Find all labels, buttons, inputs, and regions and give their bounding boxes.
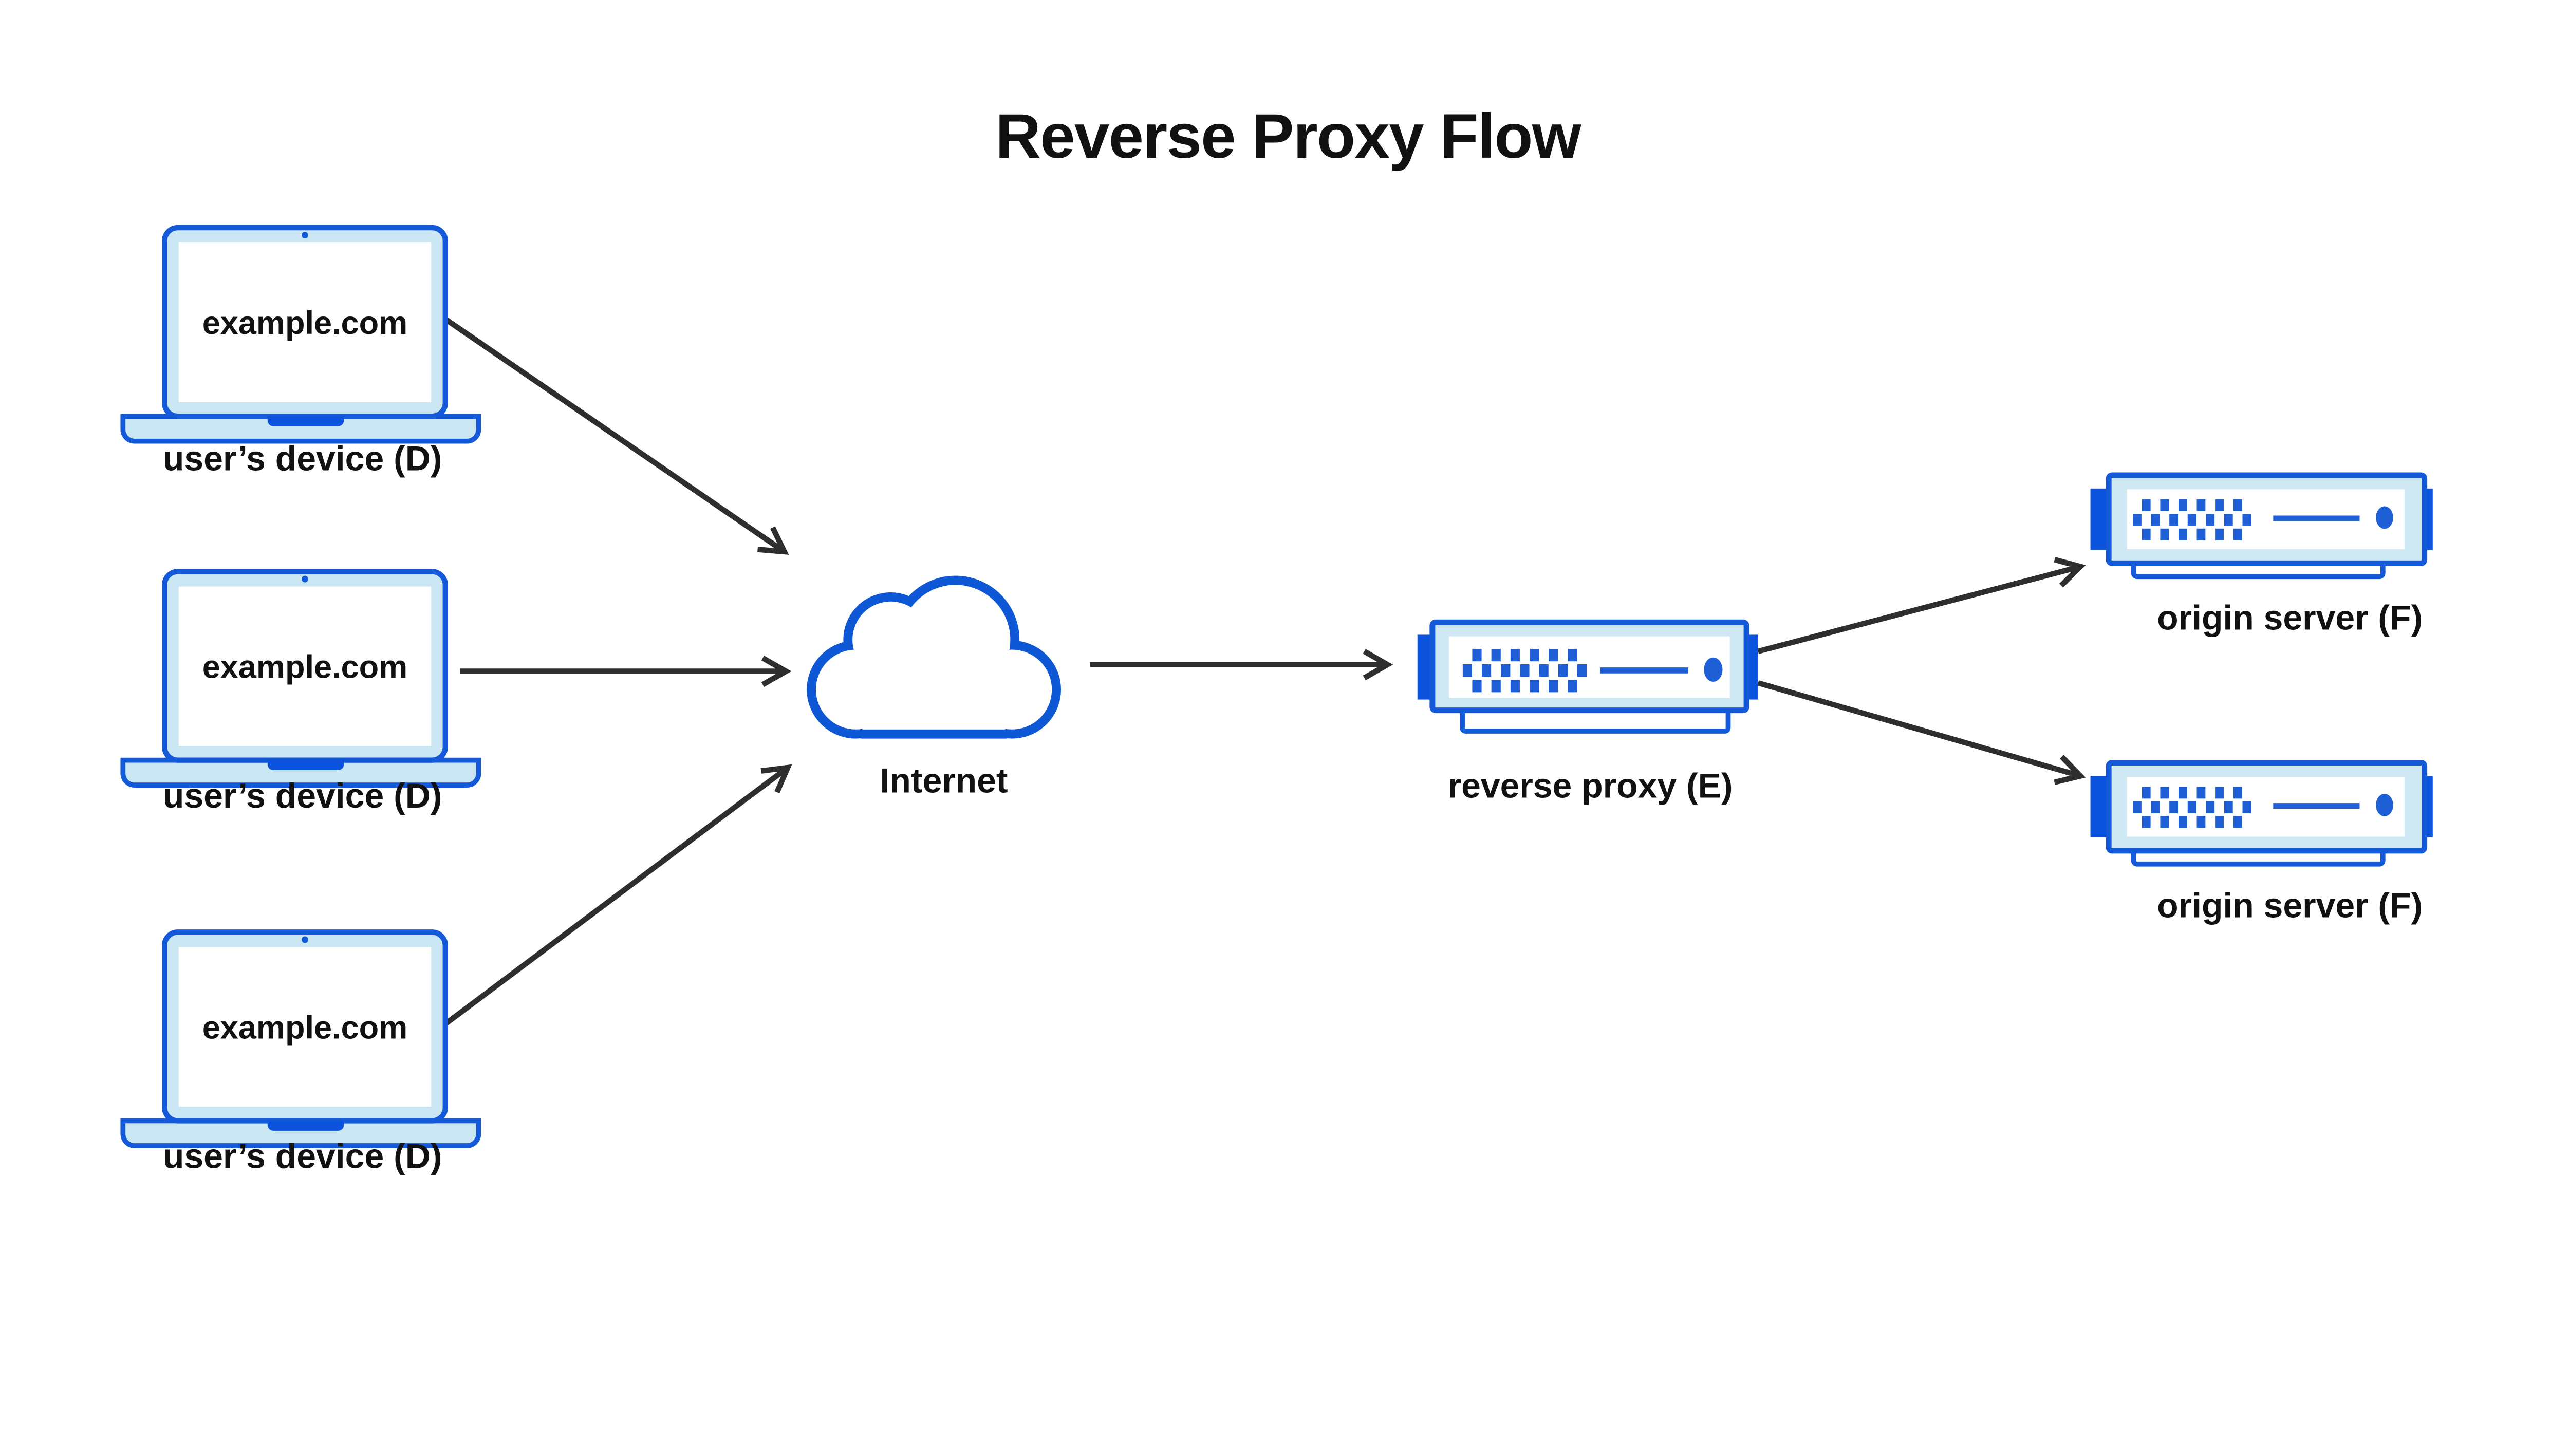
arrow-device3-to-internet xyxy=(442,764,792,1028)
camera-dot-icon xyxy=(301,232,308,239)
device-label: user’s device (D) xyxy=(163,439,442,478)
screen-url-text: example.com xyxy=(202,305,407,341)
screen-url-text: example.com xyxy=(202,1010,407,1046)
server-vent-dots xyxy=(1462,648,1587,693)
screen-url-text: example.com xyxy=(202,649,407,685)
user-device-2: example.com user’s device (D) xyxy=(120,569,481,815)
internet-node: Internet xyxy=(816,585,1052,800)
user-device-3: example.com user’s device (D) xyxy=(120,929,481,1176)
diagram-title: Reverse Proxy Flow xyxy=(995,101,1581,172)
flow-arrows xyxy=(442,316,2086,1028)
server-power-dot xyxy=(2376,793,2393,816)
server-power-dot xyxy=(2376,506,2393,529)
server-power-dot xyxy=(1704,657,1723,682)
origin-server-label: origin server (F) xyxy=(2157,886,2423,925)
origin-server-2: origin server (F) xyxy=(2090,759,2433,925)
user-device-1: example.com user’s device (D) xyxy=(120,225,481,478)
reverse-proxy-node: reverse proxy (E) xyxy=(1417,619,1758,805)
laptop-icon xyxy=(120,225,481,444)
device-label: user’s device (D) xyxy=(163,1137,442,1176)
hinge-notch xyxy=(267,1121,344,1131)
camera-dot-icon xyxy=(301,936,308,943)
laptop-icon xyxy=(120,929,481,1148)
internet-label: Internet xyxy=(880,762,1008,800)
server-icon xyxy=(2090,472,2433,580)
origin-server-label: origin server (F) xyxy=(2157,599,2423,638)
hinge-notch xyxy=(267,416,344,426)
server-vent-dots xyxy=(2133,499,2251,540)
laptop-icon xyxy=(120,569,481,788)
origin-server-1: origin server (F) xyxy=(2090,472,2433,638)
camera-dot-icon xyxy=(301,575,308,583)
arrow-proxy-to-origin2 xyxy=(1757,680,2086,785)
arrow-proxy-to-origin1 xyxy=(1757,557,2086,654)
device-label: user’s device (D) xyxy=(163,777,442,815)
server-icon xyxy=(2090,759,2433,867)
reverse-proxy-label: reverse proxy (E) xyxy=(1448,767,1733,805)
reverse-proxy-flow-diagram: Reverse Proxy Flow example.com user’s de… xyxy=(120,101,2433,1176)
server-icon xyxy=(1417,619,1758,734)
server-vent-dots xyxy=(2133,787,2251,828)
hinge-notch xyxy=(267,760,344,771)
arrow-device1-to-internet xyxy=(443,316,789,555)
